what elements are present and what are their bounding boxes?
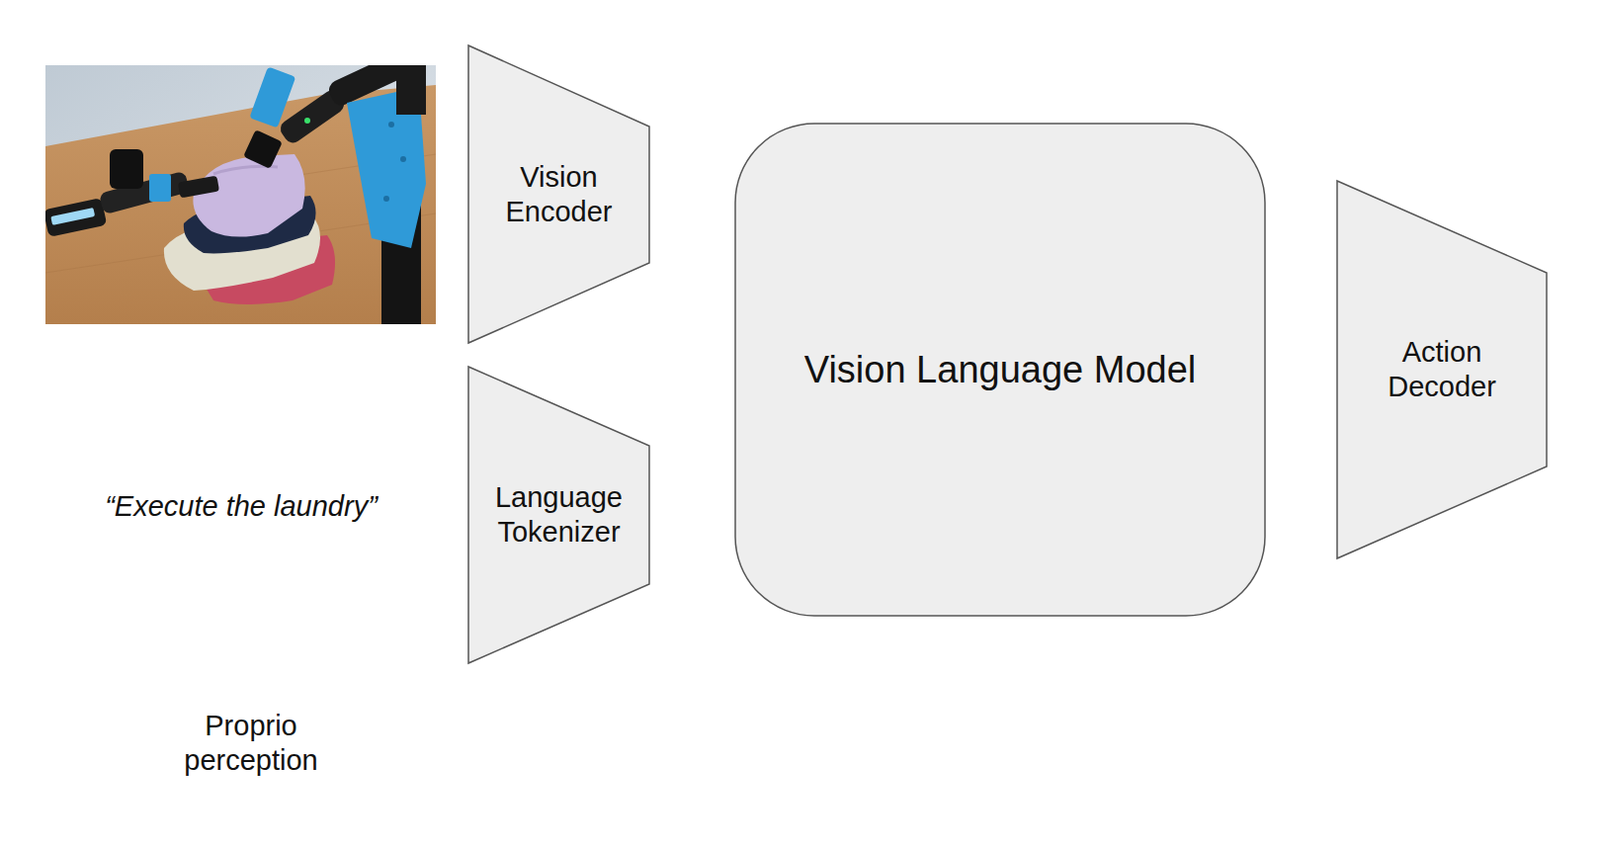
text-group: Vision Language Model [804,346,1197,393]
node-label: Vision Language Model [804,346,1197,393]
trapezoid-shape [468,366,650,664]
node-label: Language Tokenizer [487,480,630,550]
node-outline [467,365,651,665]
text-group: Vision Encoder [487,160,630,230]
node-outline [467,44,651,344]
tokenizer-trapezoid: Language Tokenizer [467,365,651,665]
model-box: Vision Language Model [734,122,1266,617]
instruction-text: “Execute the laundry” [78,489,405,524]
node-label: Action Decoder [1359,335,1525,405]
decoder-trapezoid: Action Decoder [1336,179,1548,560]
encoder-trapezoid: Vision Encoder [467,44,651,344]
node-label: Vision Encoder [487,160,630,230]
rounded-rect-shape [735,123,1265,616]
trapezoid-shape [1337,180,1547,559]
trapezoid-shape [468,45,650,343]
text-group: Action Decoder [1359,335,1525,405]
input-label: Proprio perception [162,708,340,778]
robot-photo [45,65,436,325]
text-group: Language Tokenizer [487,480,630,550]
node-outline [1336,179,1548,560]
